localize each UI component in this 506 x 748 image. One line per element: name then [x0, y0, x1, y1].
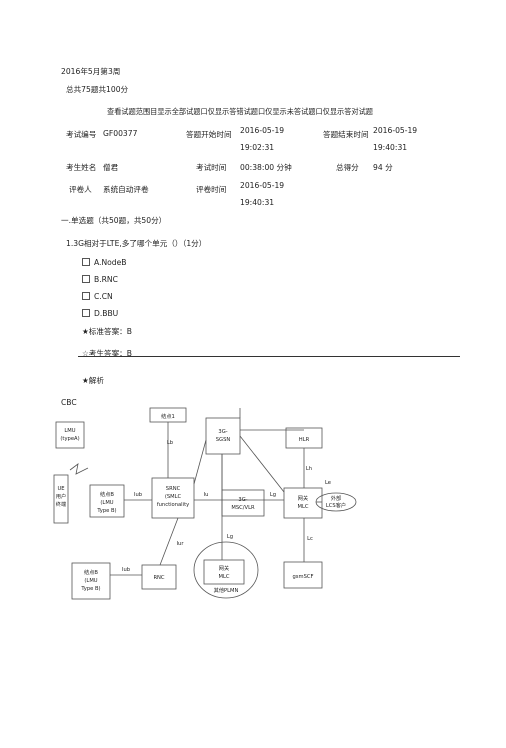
- srnc-label-3: functionality: [157, 502, 189, 508]
- iub-label: Iub: [134, 492, 143, 498]
- checkbox-icon[interactable]: [82, 309, 90, 317]
- grade-time-label: 评卷时间: [196, 185, 227, 194]
- srnc-box: [151, 477, 195, 519]
- ue-box: [53, 474, 69, 524]
- exam-no-label: 考试编号: [66, 130, 97, 139]
- rnc-label: RNC: [153, 575, 164, 581]
- option-d[interactable]: D.BBU: [82, 309, 118, 318]
- lcs-label-1: 外部: [331, 494, 341, 502]
- score: 94 分: [373, 163, 393, 172]
- grade-time: 19:40:31: [240, 198, 275, 207]
- le-label: Le: [325, 480, 331, 486]
- sgsn-label-1: 3G-: [218, 429, 227, 435]
- iur-label: Iur: [177, 541, 185, 547]
- nodeb-a-label-3: Type B): [96, 508, 116, 514]
- grader: 系统自动评卷: [103, 185, 149, 194]
- ue-label-3: 终端: [56, 500, 66, 508]
- divider: [78, 356, 460, 357]
- start-date: 2016-05-19: [240, 126, 285, 135]
- nodeb-b-label-1: 结点B: [84, 568, 98, 576]
- sgsn-label-2: SGSN: [216, 437, 231, 443]
- mlc2-box: [203, 559, 245, 585]
- plmn-label: 其他PLMN: [214, 586, 239, 594]
- option-c[interactable]: C.CN: [82, 292, 113, 301]
- end-time: 19:40:31: [373, 143, 408, 152]
- nodeb-a-label-1: 结点B: [100, 490, 114, 498]
- rnc-box: [141, 564, 177, 590]
- lcs-label-2: LCS客户: [326, 501, 346, 509]
- iu-label: Iu: [204, 492, 209, 498]
- msc-label-1: 3G-: [238, 497, 247, 503]
- summary-line: 总共75题共100分: [66, 85, 129, 94]
- nodeb-b-box: [71, 562, 111, 600]
- end-time-label: 答题结束时间: [323, 130, 369, 139]
- ue-label-2: 用户: [56, 492, 66, 500]
- gmlc-label-2: MLC: [298, 504, 309, 510]
- name-label: 考生姓名: [66, 163, 97, 172]
- nodeb-a-label-2: (LMU: [100, 500, 113, 506]
- nodeb-b-label-3: Type B): [80, 586, 100, 592]
- score-label: 总得分: [336, 163, 359, 172]
- duration-label: 考试时间: [196, 163, 227, 172]
- grade-date: 2016-05-19: [240, 181, 285, 190]
- examinee-name: 僧君: [103, 163, 119, 172]
- node1-label: 结点1: [161, 412, 175, 420]
- option-label: D.BBU: [94, 309, 119, 318]
- checkbox-icon[interactable]: [82, 275, 90, 283]
- hlr-label: HLR: [299, 437, 310, 443]
- option-label: C.CN: [94, 292, 113, 301]
- srnc-label-1: SRNC: [166, 486, 181, 492]
- sgsn-box: [205, 417, 241, 455]
- lg-label: Lg: [270, 492, 276, 498]
- gsmscf-box: [283, 561, 323, 589]
- lh-label: Lh: [306, 466, 312, 472]
- mlc2-label-1: 网关: [219, 564, 229, 572]
- ue-label-1: UE: [57, 486, 64, 492]
- analysis-label: ★解析: [82, 376, 104, 385]
- view-filter-bar[interactable]: 查看试题范围目显示全部试题口仅显示答错试题口仅显示未答试题口仅显示答对试题: [107, 107, 373, 116]
- iub2-label: Iub: [122, 567, 131, 573]
- start-time-label: 答题开始时间: [186, 130, 232, 139]
- section-title: 一.单选题（共50题，共50分）: [61, 216, 167, 225]
- start-time: 19:02:31: [240, 143, 275, 152]
- srnc-label-2: (SMLC: [165, 494, 182, 500]
- lmu-box: [55, 421, 85, 449]
- nodeb-b-label-2: (LMU: [84, 578, 97, 584]
- duration: 00:38:00 分钟: [240, 163, 292, 172]
- lmu-a-label-2: (typeA): [60, 436, 79, 442]
- lmu-a-label-1: LMU: [64, 428, 75, 434]
- mlc2-label-2: MLC: [219, 574, 230, 580]
- gmlc-box: [283, 487, 323, 519]
- checkbox-icon[interactable]: [82, 292, 90, 300]
- cbc-label: CBC: [61, 398, 77, 407]
- msc-box: [221, 489, 265, 517]
- examinee-answer: ☆考生答案：B: [82, 349, 132, 358]
- standard-answer: ★标准答案：B: [82, 327, 132, 336]
- question-text: 1.3G相对于LTE,多了哪个单元（）（1分）: [66, 239, 207, 248]
- lg2-label: Lg: [227, 534, 233, 540]
- end-date: 2016-05-19: [373, 126, 418, 135]
- grader-label: 评卷人: [69, 185, 92, 194]
- option-label: B.RNC: [94, 275, 118, 284]
- gsmscf-label: gsmSCF: [293, 574, 314, 580]
- option-a[interactable]: A.NodeB: [82, 258, 127, 267]
- date-line: 2016年5月第3周: [61, 67, 121, 76]
- option-b[interactable]: B.RNC: [82, 275, 118, 284]
- exam-no: GF00377: [103, 129, 138, 138]
- lb-label: Lb: [167, 440, 174, 446]
- option-label: A.NodeB: [94, 258, 127, 267]
- plmn-ellipse: [193, 541, 259, 599]
- lc-label: Lc: [307, 536, 313, 542]
- gmlc-label-1: 网关: [298, 494, 308, 502]
- nodeb-a-box: [89, 484, 125, 518]
- checkbox-icon[interactable]: [82, 258, 90, 266]
- msc-label-2: MSC/VLR: [231, 505, 255, 511]
